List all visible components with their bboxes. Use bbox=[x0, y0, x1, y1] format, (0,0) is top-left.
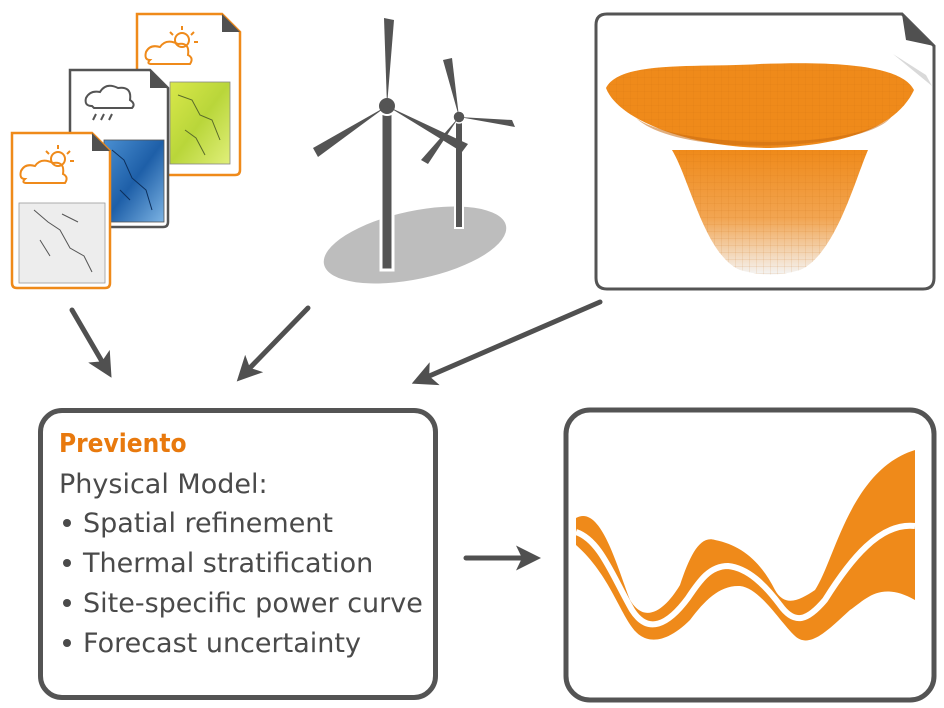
forecast-document-front bbox=[10, 131, 112, 290]
list-item: Site-specific power curve bbox=[59, 584, 433, 624]
list-item: Spatial refinement bbox=[59, 504, 433, 544]
feature-label: Forecast uncertainty bbox=[83, 628, 361, 659]
3d-surface-plot bbox=[594, 12, 936, 291]
bullet-dot bbox=[63, 638, 71, 647]
forecast-document-stack bbox=[10, 12, 242, 290]
feature-label: Spatial refinement bbox=[83, 508, 334, 539]
forecast-line bbox=[574, 522, 916, 628]
wind-turbine-icon bbox=[313, 18, 515, 284]
arrow-weather-to-model bbox=[69, 307, 112, 378]
model-box: Previento Physical Model: Spatial refine… bbox=[38, 408, 438, 700]
arrow-turbine-to-model bbox=[236, 305, 311, 382]
list-item: Forecast uncertainty bbox=[59, 624, 433, 664]
page-fold bbox=[902, 14, 934, 46]
wind-turbine-small bbox=[421, 58, 515, 229]
forecast-band-chart bbox=[563, 407, 937, 703]
model-subtitle: Physical Model: bbox=[59, 469, 268, 500]
partly-cloudy-icon bbox=[19, 145, 74, 184]
feature-label: Thermal stratification bbox=[83, 548, 374, 579]
bullet-dot bbox=[63, 558, 71, 567]
arrow-surface-to-model bbox=[411, 299, 603, 386]
rain-cloud-icon bbox=[84, 84, 135, 121]
brand-title: Previento bbox=[59, 429, 187, 459]
partly-cloudy-icon bbox=[144, 26, 198, 65]
feature-label: Site-specific power curve bbox=[83, 588, 423, 619]
feature-list: Spatial refinement Thermal stratificatio… bbox=[59, 504, 433, 664]
wind-turbine-large bbox=[313, 18, 468, 272]
input-arrows bbox=[69, 299, 603, 571]
bullet-dot bbox=[63, 518, 71, 527]
bullet-dot bbox=[63, 598, 71, 607]
list-item: Thermal stratification bbox=[59, 544, 433, 584]
ground-shadow bbox=[323, 206, 507, 284]
